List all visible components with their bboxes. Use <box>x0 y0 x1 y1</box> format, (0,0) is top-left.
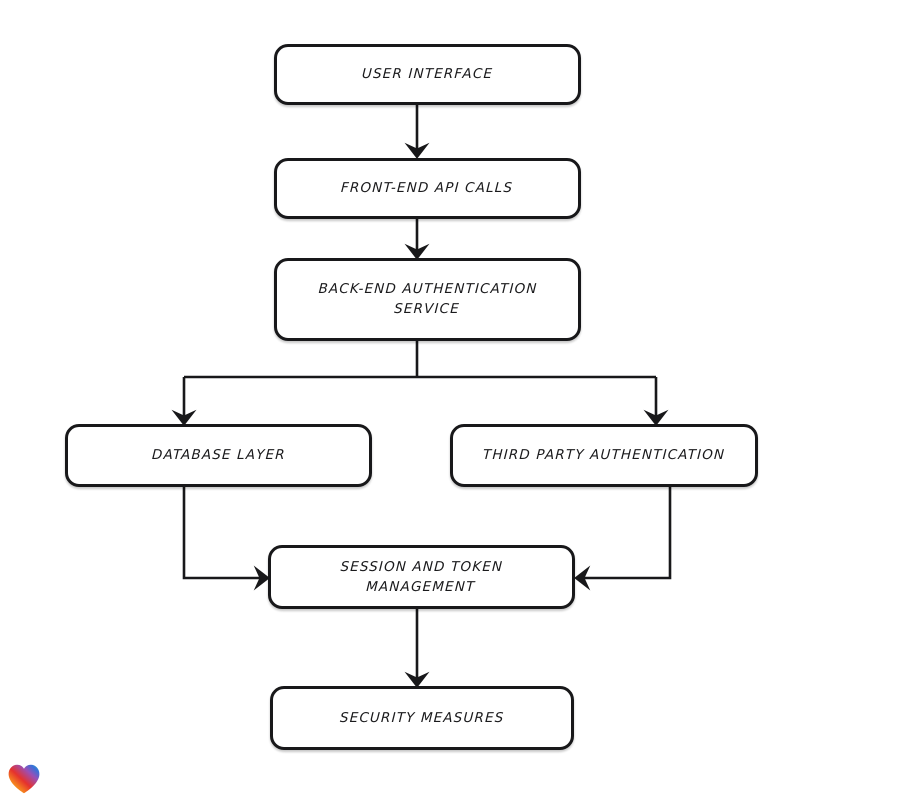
node-label: FRONT-END API CALLS <box>341 180 515 197</box>
node-label: DATABASE LAYER <box>151 447 286 464</box>
node-front-end-api-calls[interactable]: FRONT-END API CALLS <box>274 158 581 219</box>
node-session-and-token-management[interactable]: SESSION AND TOKEN MANAGEMENT <box>268 545 575 609</box>
node-label: USER INTERFACE <box>361 66 494 83</box>
node-user-interface[interactable]: USER INTERFACE <box>274 44 581 105</box>
heart-icon <box>8 764 40 794</box>
node-third-party-authentication[interactable]: THIRD PARTY AUTHENTICATION <box>450 424 758 487</box>
edge-thirdparty-to-session <box>574 487 672 591</box>
node-label: THIRD PARTY AUTHENTICATION <box>482 447 726 464</box>
edge-auth-branch-bus <box>184 341 656 379</box>
node-back-end-authentication-service[interactable]: BACK-END AUTHENTICATION SERVICE <box>274 258 581 341</box>
edge-database-to-session <box>182 487 270 591</box>
node-label: SECURITY MEASURES <box>339 709 505 726</box>
node-label: BACK-END AUTHENTICATION SERVICE <box>318 281 538 318</box>
node-label: SESSION AND TOKEN MANAGEMENT <box>340 558 504 595</box>
node-security-measures[interactable]: SECURITY MEASURES <box>270 686 574 750</box>
node-database-layer[interactable]: DATABASE LAYER <box>65 424 372 487</box>
